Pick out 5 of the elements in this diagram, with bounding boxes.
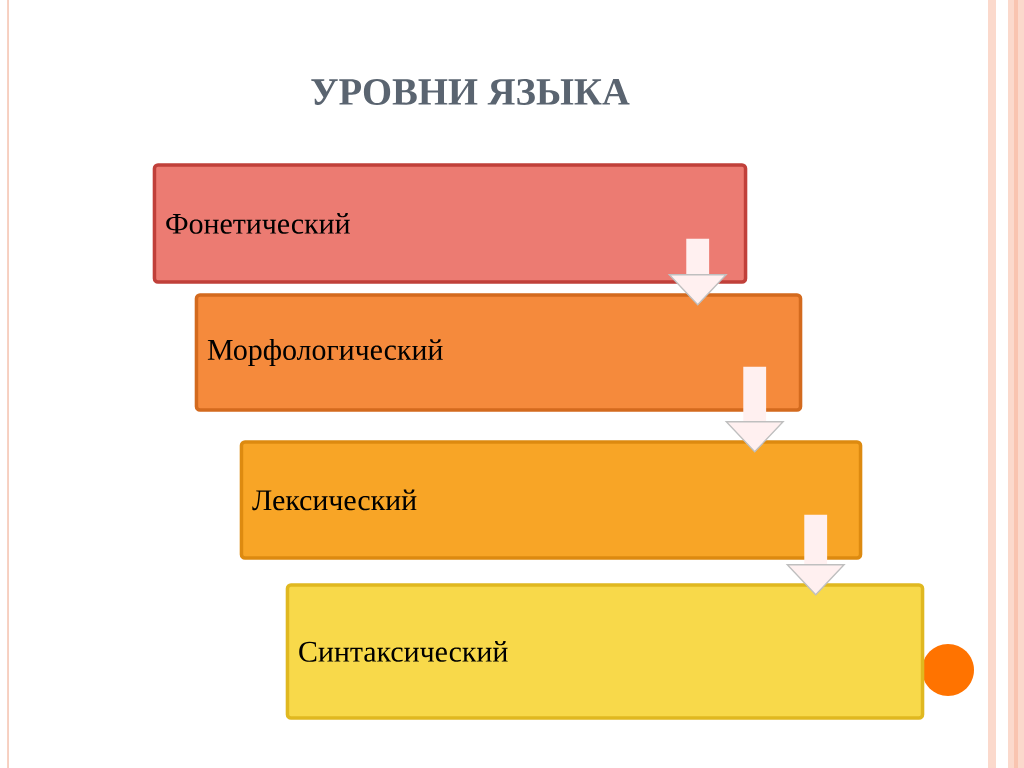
level-box: Синтаксический (285, 583, 925, 720)
level-box: Фонетический (152, 163, 748, 284)
level-box: Лексический (239, 440, 863, 560)
title: УРОВНИ ЯЗЫКА (311, 79, 630, 105)
level-box: Морфологический (194, 293, 803, 412)
